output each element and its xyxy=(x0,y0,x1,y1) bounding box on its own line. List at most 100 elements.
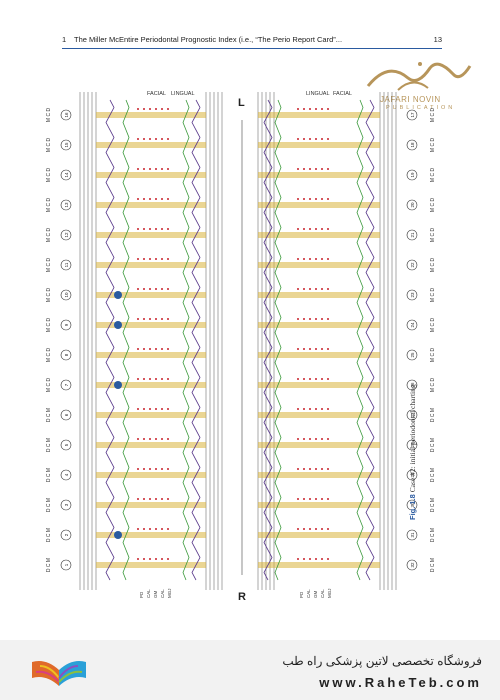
right-header-facial: FACIAL xyxy=(333,91,352,97)
tooth-number: 12 xyxy=(64,232,69,238)
pocket-depth-mark xyxy=(149,558,151,560)
row-label: CAL xyxy=(320,589,325,598)
pocket-depth-mark xyxy=(297,318,299,320)
tooth-number-circle xyxy=(406,499,418,511)
pocket-depth-mark xyxy=(315,108,317,110)
site-codes: D C M xyxy=(430,408,436,422)
pocket-depth-mark xyxy=(315,408,317,410)
chapter-number: 1 xyxy=(62,35,67,44)
site-codes: D C M xyxy=(46,408,52,422)
site-codes: M C D xyxy=(430,318,436,333)
calligraphy-logo-icon xyxy=(366,62,472,91)
pocket-depth-mark xyxy=(327,378,329,380)
pocket-depth-mark xyxy=(315,528,317,530)
tooth-number-circle xyxy=(60,379,72,391)
pocket-depth-mark xyxy=(315,228,317,230)
site-codes: M C D xyxy=(46,378,52,393)
store-url[interactable]: www.RaheTeb.com xyxy=(319,675,482,690)
pocket-depth-mark xyxy=(321,498,323,500)
left-header-lingual: LINGUAL xyxy=(171,91,195,97)
pocket-depth-mark xyxy=(315,258,317,260)
pocket-depth-mark xyxy=(321,288,323,290)
pocket-depth-mark xyxy=(297,378,299,380)
pocket-depth-mark xyxy=(161,468,163,470)
pocket-depth-mark xyxy=(143,468,145,470)
page-number: 13 xyxy=(433,35,442,44)
site-codes: M C D xyxy=(46,138,52,153)
running-title: The Miller McEntire Periodontal Prognost… xyxy=(74,35,343,44)
tooth-number-circle xyxy=(60,409,72,421)
tooth-number-circle xyxy=(406,229,418,241)
tooth-band xyxy=(258,562,380,568)
pocket-depth-mark xyxy=(303,318,305,320)
tooth-band xyxy=(96,472,206,478)
pocket-depth-mark xyxy=(161,288,163,290)
tooth-number-circle xyxy=(60,469,72,481)
gingival-margin-line xyxy=(191,99,201,581)
site-codes: M C D xyxy=(46,228,52,243)
site-codes: M C D xyxy=(46,198,52,213)
tooth-number: 2 xyxy=(64,533,69,536)
tooth-band xyxy=(96,142,206,148)
pocket-depth-mark xyxy=(321,558,323,560)
tooth-number-circle xyxy=(60,319,72,331)
pocket-depth-mark xyxy=(297,558,299,560)
tooth-number: 6 xyxy=(64,413,69,416)
pocket-depth-mark xyxy=(137,558,139,560)
mucogingival-line xyxy=(356,99,364,581)
pocket-depth-mark xyxy=(321,348,323,350)
tooth-band xyxy=(258,502,380,508)
pocket-depth-mark xyxy=(303,438,305,440)
pocket-depth-mark xyxy=(161,498,163,500)
pocket-depth-mark xyxy=(167,408,169,410)
pocket-depth-mark xyxy=(297,168,299,170)
pocket-depth-mark xyxy=(143,438,145,440)
tooth-number-circle xyxy=(406,109,418,121)
pocket-depth-mark xyxy=(297,138,299,140)
pocket-depth-mark xyxy=(137,408,139,410)
pocket-depth-mark xyxy=(315,168,317,170)
store-name-persian: فروشگاه تخصصی لاتین پزشکی راه طب xyxy=(282,654,482,668)
pocket-depth-mark xyxy=(327,408,329,410)
pocket-depth-mark xyxy=(161,348,163,350)
pocket-depth-mark xyxy=(321,408,323,410)
pocket-depth-mark xyxy=(303,258,305,260)
pocket-depth-mark xyxy=(137,438,139,440)
pocket-depth-mark xyxy=(297,258,299,260)
tooth-band xyxy=(96,562,206,568)
tooth-number: 14 xyxy=(64,172,69,178)
tooth-number: 10 xyxy=(64,292,69,298)
pocket-depth-mark xyxy=(321,318,323,320)
site-codes: M C D xyxy=(46,318,52,333)
pocket-depth-mark xyxy=(309,138,311,140)
pocket-depth-mark xyxy=(315,438,317,440)
pocket-depth-mark xyxy=(309,558,311,560)
gingival-margin-line xyxy=(365,99,375,581)
pocket-depth-mark xyxy=(297,498,299,500)
tooth-band xyxy=(258,262,380,268)
site-codes: D C M xyxy=(46,558,52,572)
tooth-number: 21 xyxy=(410,232,415,238)
pocket-depth-mark xyxy=(167,468,169,470)
tooth-band xyxy=(258,472,380,478)
pocket-depth-mark xyxy=(149,498,151,500)
tooth-number-circle xyxy=(60,259,72,271)
pocket-depth-mark xyxy=(143,258,145,260)
tooth-number-circle xyxy=(60,289,72,301)
pocket-depth-mark xyxy=(309,408,311,410)
row-label: PD xyxy=(139,591,144,598)
pocket-depth-mark xyxy=(303,198,305,200)
pocket-depth-mark xyxy=(143,288,145,290)
side-label-top: L xyxy=(238,97,245,109)
implant-marker xyxy=(114,321,122,329)
pocket-depth-mark xyxy=(327,108,329,110)
site-codes: M C D xyxy=(430,288,436,303)
pocket-depth-mark xyxy=(137,108,139,110)
tooth-band xyxy=(96,232,206,238)
mucogingival-line xyxy=(274,99,282,581)
tooth-number-circle xyxy=(406,319,418,331)
tooth-number: 7 xyxy=(64,383,69,386)
pocket-depth-mark xyxy=(137,318,139,320)
pocket-depth-mark xyxy=(321,528,323,530)
